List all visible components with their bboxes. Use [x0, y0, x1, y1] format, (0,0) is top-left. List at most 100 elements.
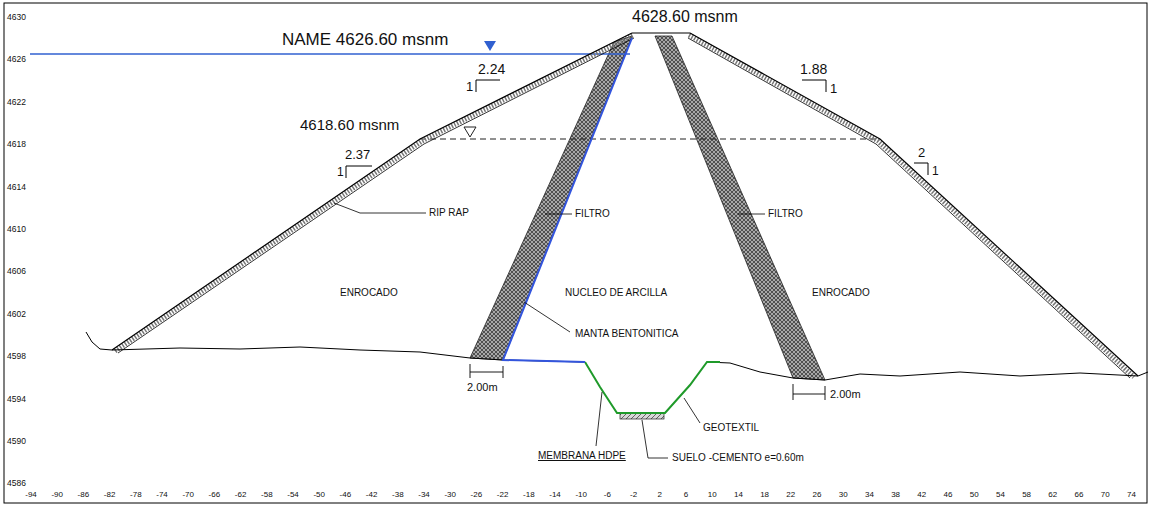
- station-tick: 54: [996, 491, 1005, 500]
- leader-line: [738, 214, 765, 215]
- level-marker: [464, 127, 476, 137]
- station-tick: -86: [78, 491, 90, 500]
- station-tick: -22: [497, 491, 509, 500]
- zone-label: NUCLEO DE ARCILLA: [565, 287, 667, 298]
- station-tick: 42: [917, 491, 926, 500]
- station-tick: -94: [25, 491, 37, 500]
- ground-line: [86, 332, 585, 362]
- dimension-label: 2.00m: [830, 388, 861, 400]
- water-level-line: [30, 53, 630, 54]
- elevation-tick: 4614: [7, 183, 26, 192]
- leader-line: [545, 214, 572, 215]
- slope-ratio: 2.24: [478, 62, 505, 77]
- slope-ratio: 1: [830, 82, 837, 96]
- station-tick: -6: [604, 491, 611, 500]
- leader-line: [642, 420, 668, 458]
- part-label: FILTRO: [575, 208, 610, 219]
- downstream-protection-band: [689, 35, 1134, 377]
- downstream-filter: [655, 36, 825, 380]
- elevation-tick: 4590: [7, 437, 26, 446]
- station-tick: -46: [340, 491, 352, 500]
- station-tick: -2: [630, 491, 637, 500]
- station-tick: 66: [1075, 491, 1084, 500]
- dimension-line: [793, 384, 825, 400]
- crest-line: [632, 32, 690, 33]
- station-tick: -54: [287, 491, 299, 500]
- leader-line: [524, 302, 570, 332]
- elevation-tick: 4630: [7, 13, 26, 22]
- zone-label: ENROCADO: [812, 287, 870, 298]
- slope-ratio: 1.88: [800, 62, 827, 77]
- slope-indicator: [914, 163, 928, 175]
- station-tick: 70: [1101, 491, 1110, 500]
- elevation-tick: 4622: [7, 98, 26, 107]
- elevation-tick: 4618: [7, 141, 26, 150]
- ground-line: [707, 362, 1148, 380]
- station-tick: 50: [970, 491, 979, 500]
- part-label: RIP RAP: [429, 207, 469, 218]
- slope-ratio: 1: [337, 166, 344, 179]
- water-level-label: NAME 4626.60 msnm: [282, 31, 448, 50]
- dimension-label: 2.00m: [467, 381, 498, 393]
- station-tick: 38: [891, 491, 900, 500]
- part-label: SUELO -CEMENTO e=0.60m: [672, 452, 804, 463]
- station-tick: -34: [418, 491, 430, 500]
- elevation-tick: 4626: [7, 56, 26, 65]
- frame: [4, 3, 1147, 503]
- elevation-tick: 4602: [7, 310, 26, 319]
- dam-body: [112, 33, 1138, 380]
- station-tick: -42: [366, 491, 378, 500]
- downstream-inner-line: [688, 38, 1130, 378]
- slope-ratio: 2: [918, 146, 925, 160]
- elevation-tick: 4594: [7, 395, 26, 404]
- part-label: GEOTEXTIL: [703, 422, 759, 433]
- station-tick: -26: [471, 491, 483, 500]
- station-tick: -74: [156, 491, 168, 500]
- elevation-tick: 4606: [7, 268, 26, 277]
- station-tick: 62: [1048, 491, 1057, 500]
- station-tick: 2: [658, 491, 662, 500]
- slope-indicator: [346, 166, 372, 178]
- station-tick: 6: [684, 491, 688, 500]
- part-label: MANTA BENTONITICA: [575, 328, 679, 339]
- slope-indicator: [802, 80, 826, 92]
- station-tick: -82: [104, 491, 116, 500]
- level-dashed-line: [420, 139, 880, 140]
- hdpe-membrane: [585, 362, 720, 413]
- station-tick: -14: [549, 491, 561, 500]
- station-tick: -66: [209, 491, 221, 500]
- station-tick: -58: [261, 491, 273, 500]
- downstream-face: [690, 33, 1138, 376]
- zone-label: ENROCADO: [340, 287, 398, 298]
- station-tick: -38: [392, 491, 404, 500]
- upstream-face: [112, 33, 632, 350]
- part-label: MEMBRANA HDPE: [538, 450, 626, 461]
- station-tick: 74: [1127, 491, 1136, 500]
- slope-ratio: 2.37: [345, 148, 370, 162]
- crest-elevation: 4628.60 msnm: [632, 8, 738, 26]
- station-tick: -18: [523, 491, 535, 500]
- station-tick: 18: [760, 491, 769, 500]
- station-tick: 30: [839, 491, 848, 500]
- station-tick: -10: [575, 491, 587, 500]
- upstream-filter: [470, 36, 632, 360]
- station-tick: -90: [51, 491, 63, 500]
- level-label: 4618.60 msnm: [300, 117, 399, 134]
- station-tick: 34: [865, 491, 874, 500]
- elevation-tick: 4598: [7, 353, 26, 362]
- bentonite-blanket: [503, 38, 632, 362]
- station-tick: -50: [313, 491, 325, 500]
- station-tick: -62: [235, 491, 247, 500]
- slope-indicator: [476, 80, 500, 92]
- station-tick: -78: [130, 491, 142, 500]
- station-tick: 14: [734, 491, 743, 500]
- station-tick: 10: [708, 491, 717, 500]
- station-tick: 26: [813, 491, 822, 500]
- water-level-marker: [484, 41, 496, 51]
- elevation-tick: 4610: [7, 225, 26, 234]
- riprap-band: [115, 35, 633, 351]
- slope-ratio: 1: [932, 165, 939, 178]
